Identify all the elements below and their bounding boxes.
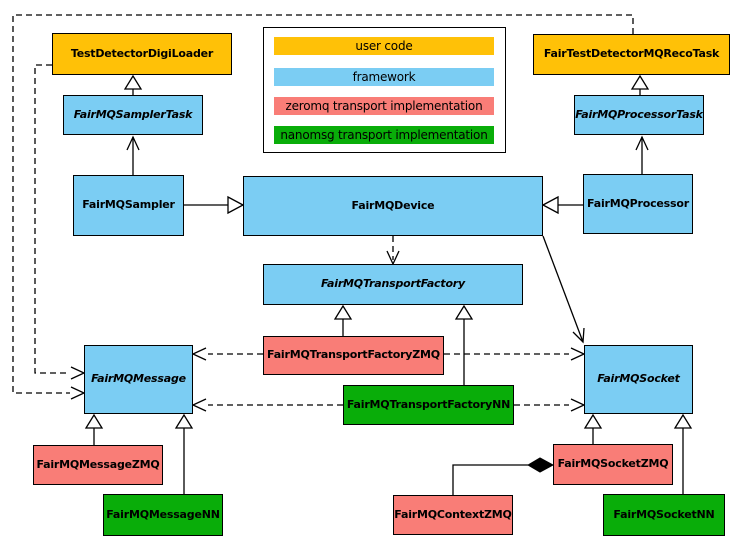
edge-messagezmq-message-inheritance [84,413,104,445]
node-fairmqprocessortask: FairMQProcessorTask [574,95,704,135]
node-fairmqsamplertask: FairMQSamplerTask [63,95,203,135]
edge-processortask-recotask-inheritance [630,74,650,95]
legend-item-framework: framework [274,68,494,86]
edge-tfnn-socket-dependency [514,398,586,412]
node-fairmqdevice: FairMQDevice [243,176,543,236]
edge-sampler-samplertask-association [126,135,140,175]
edge-processor-device-inheritance [541,195,583,215]
node-fairmqsocketzmq: FairMQSocketZMQ [553,444,673,485]
node-fairmqmessagezmq: FairMQMessageZMQ [33,445,163,485]
edge-messagenn-message-inheritance [174,413,194,494]
node-fairmqsampler: FairMQSampler [73,175,184,236]
node-fairmqprocessor: FairMQProcessor [583,174,693,234]
edge-tfnn-message-dependency [191,398,343,412]
edge-tfzmq-message-dependency [191,347,263,361]
edge-tfnn-transportfactory-inheritance [454,304,474,385]
edge-tfzmq-socket-dependency [444,347,586,361]
node-fairmqsocketnn: FairMQSocketNN [603,494,725,536]
node-fairmqmessagenn: FairMQMessageNN [103,494,223,536]
edge-socketnn-socket-inheritance [673,413,693,494]
edge-tfzmq-transportfactory-inheritance [333,304,353,336]
node-fairmqmessage: FairMQMessage [84,345,193,414]
legend-item-user-code: user code [274,37,494,55]
edge-device-transportfactory-dependency [386,236,400,266]
edge-processor-processortask-association [635,135,649,174]
node-fairmqsocket: FairMQSocket [584,345,693,414]
node-fairtestdetectormqrecotask: FairTestDetectorMQRecoTask [533,34,730,75]
node-fairmqtransportfactorynn: FairMQTransportFactoryNN [343,385,514,425]
node-fairmqtransportfactoryzmq: FairMQTransportFactoryZMQ [263,336,444,375]
legend: user code framework zeromq transport imp… [263,27,506,153]
node-fairmqtransportfactory: FairMQTransportFactory [263,264,523,305]
legend-item-zeromq: zeromq transport implementation [274,97,494,115]
edge-samplertask-digiloader-inheritance [123,74,143,95]
legend-item-nanomsg: nanomsg transport implementation [274,126,494,144]
node-testdetectordigiloader: TestDetectorDigiLoader [52,33,232,75]
edge-socketzmq-socket-inheritance [583,413,603,444]
edge-sampler-device-inheritance [184,195,245,215]
edge-device-socket-association [542,235,585,344]
node-fairmqcontextzmq: FairMQContextZMQ [393,495,513,535]
edge-contextzmq-socketzmq-composition [452,457,555,495]
